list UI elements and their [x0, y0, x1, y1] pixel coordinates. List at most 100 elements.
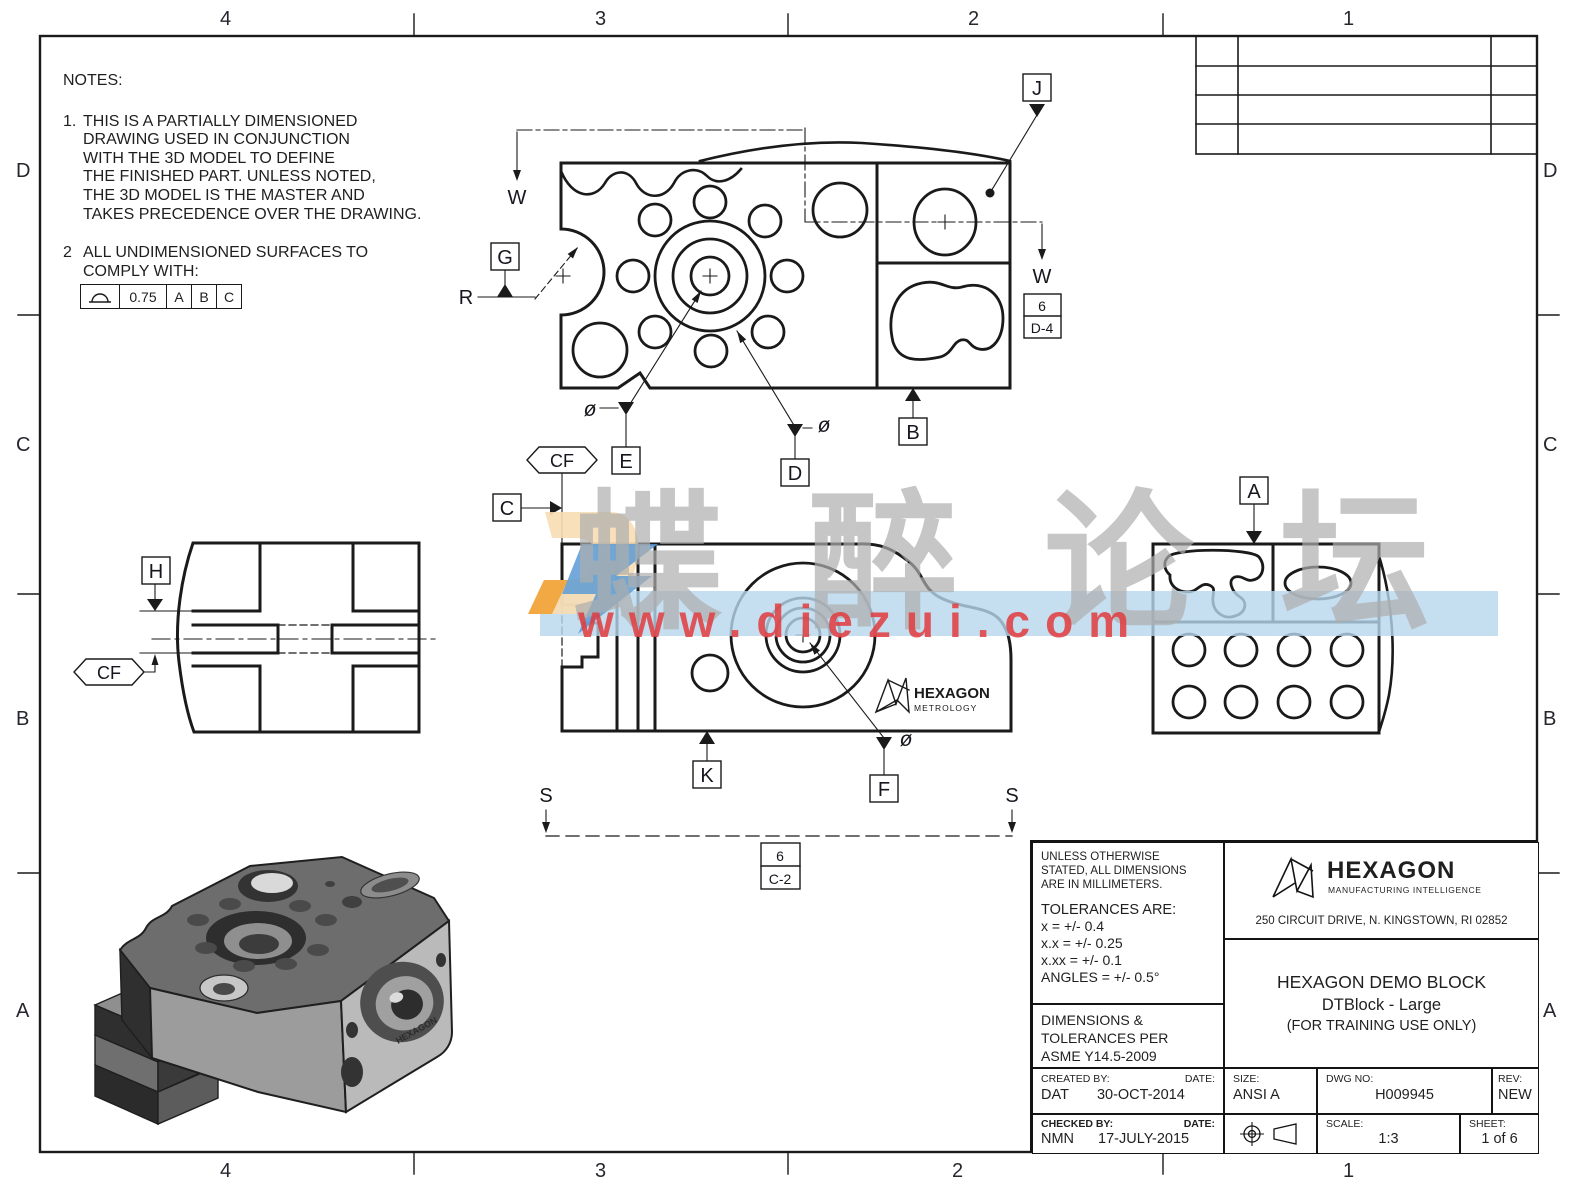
- freeform-pocket: [1163, 548, 1265, 619]
- iso-top-slot: [360, 871, 420, 899]
- cast-surface-wave: [559, 167, 743, 198]
- step-edges: [615, 542, 657, 733]
- zone-right: C: [1543, 434, 1558, 456]
- note-number: 2: [63, 244, 72, 262]
- s-label-right: S: [1005, 785, 1018, 807]
- center-boss: [653, 219, 767, 333]
- note-line: WITH THE 3D MODEL TO DEFINE: [83, 149, 335, 167]
- part-logo-sub: METROLOGY: [914, 703, 977, 713]
- hole-grid: [1171, 632, 1365, 720]
- tolerance-line: x.xx = +/- 0.1: [1041, 952, 1122, 968]
- zone-ticks: [17, 13, 1560, 1175]
- iso-side-bore: [360, 961, 444, 1043]
- zone-bottom: 2: [952, 1160, 964, 1182]
- iso-view: HEXAGON: [93, 855, 454, 1126]
- right-view-outline: [1151, 542, 1381, 735]
- tolerance-line: x.x = +/- 0.25: [1041, 935, 1123, 951]
- part-logo-name: HEXAGON: [914, 685, 990, 702]
- dwg-no-cell: DWG NO: H009945: [1317, 1068, 1492, 1114]
- datum-label-b: B: [906, 422, 919, 444]
- phantom-lines: [516, 127, 1043, 223]
- zone-top: 4: [220, 8, 232, 30]
- checked-by-label: CHECKED BY:: [1041, 1118, 1114, 1130]
- created-by-value: DAT: [1041, 1087, 1069, 1103]
- slot-edges: [191, 541, 421, 734]
- callouts: J G E D B C K F A H CF CF W W R S S ø ø …: [73, 73, 1269, 890]
- s-label-left: S: [539, 785, 552, 807]
- rev-label: REV:: [1498, 1073, 1523, 1085]
- front-view: HEXAGON METROLOGY: [545, 542, 1013, 837]
- company-name: HEXAGON: [1327, 857, 1456, 884]
- checked-date-value: 17-JULY-2015: [1098, 1131, 1190, 1147]
- units-note: UNLESS OTHERWISE STATED, ALL DIMENSIONS …: [1041, 851, 1187, 891]
- tolerance-line: x = +/- 0.4: [1041, 918, 1105, 934]
- notes-block: NOTES: 1.THIS IS A PARTIALLY DIMENSIONED…: [63, 72, 421, 301]
- zone-bottom: 1: [1343, 1160, 1355, 1182]
- zone-ref-num: 6: [1038, 298, 1046, 314]
- third-angle-projection-icon: [1239, 1122, 1297, 1146]
- created-date-value: 30-OCT-2014: [1096, 1087, 1185, 1103]
- note-line: TAKES PRECEDENCE OVER THE DRAWING.: [83, 205, 422, 223]
- cf-flag-label: CF: [97, 663, 121, 683]
- break-wave-top: [698, 141, 1012, 163]
- dia-symbol: ø: [584, 398, 597, 421]
- drawing-title-line3: (FOR TRAINING USE ONLY): [1286, 1017, 1477, 1034]
- datum-triangles: [147, 104, 1262, 833]
- zone-top: 1: [1343, 8, 1355, 30]
- section-arrows: [545, 809, 1013, 829]
- note-line: DRAWING USED IN CONJUNCTION: [83, 131, 350, 149]
- datum-label-e: E: [619, 451, 632, 473]
- note-line: THE FINISHED PART. UNLESS NOTED,: [83, 168, 376, 186]
- top-view-outline: [559, 161, 1012, 390]
- top-view: [516, 127, 1043, 390]
- hole-circle: [571, 321, 629, 379]
- note-line: COMPLY WITH:: [83, 262, 199, 280]
- zone-bottom: 3: [595, 1160, 607, 1182]
- center-marks: [795, 627, 811, 643]
- cell-dividers: [1151, 542, 1381, 624]
- title-block: UNLESS OTHERWISE STATED, ALL DIMENSIONS …: [1030, 840, 1539, 1154]
- note-1: 1.THIS IS A PARTIALLY DIMENSIONED DRAWIN…: [63, 113, 421, 225]
- zone-top: 2: [968, 8, 980, 30]
- datum-label-a: A: [1247, 481, 1261, 503]
- rev-value: NEW: [1498, 1087, 1532, 1103]
- tolerance-line: ANGLES = +/- 0.5°: [1041, 969, 1160, 985]
- sheet-value: 1 of 6: [1481, 1131, 1518, 1147]
- created-date-label: DATE:: [1184, 1073, 1215, 1085]
- note-number: 1.: [63, 112, 77, 130]
- zone-left: C: [16, 434, 31, 456]
- zone-left: D: [16, 160, 31, 182]
- bolt-circle-holes: [615, 184, 805, 369]
- scale-label: SCALE:: [1326, 1118, 1364, 1130]
- center-marks: [555, 214, 953, 284]
- part-logo: HEXAGON METROLOGY: [874, 677, 990, 714]
- datum-label-d: D: [788, 463, 802, 485]
- datum-label-c: C: [500, 498, 514, 520]
- dia-symbol: ø: [818, 414, 831, 437]
- zone-ref-num: 6: [776, 848, 784, 864]
- zone-top: 3: [595, 8, 607, 30]
- sheet-label: SHEET:: [1469, 1118, 1506, 1130]
- zone-ref: C-2: [769, 871, 792, 887]
- standard-note: DIMENSIONS & TOLERANCES PER ASME Y14.5-2…: [1041, 1012, 1169, 1064]
- sheet-cell: SHEET: 1 of 6: [1460, 1114, 1539, 1154]
- slot-ellipse: [1283, 565, 1353, 601]
- scale-value: 1:3: [1378, 1131, 1399, 1147]
- datum-label-k: K: [700, 765, 714, 787]
- dwg-no-value: H009945: [1375, 1087, 1434, 1103]
- datum-label-g: G: [497, 247, 513, 269]
- datum-label-f: F: [878, 779, 890, 801]
- standard-cell: DIMENSIONS & TOLERANCES PER ASME Y14.5-2…: [1032, 1004, 1224, 1068]
- hexagon-glyph: [874, 677, 910, 714]
- datum-label-j: J: [1032, 78, 1042, 100]
- hexagon-logo-icon: [1267, 853, 1319, 910]
- dwg-no-label: DWG NO:: [1326, 1073, 1374, 1085]
- finish-datum: A: [166, 285, 191, 308]
- created-by-label: CREATED BY:: [1041, 1073, 1110, 1085]
- extension-lines: [139, 610, 194, 654]
- checked-date-label: DATE:: [1183, 1118, 1215, 1130]
- finish-datum: C: [216, 285, 241, 308]
- checked-by-value: NMN: [1041, 1131, 1075, 1147]
